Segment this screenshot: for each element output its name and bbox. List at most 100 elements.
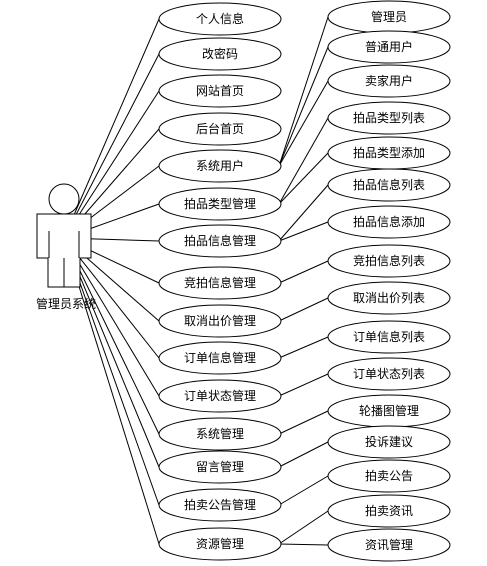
usecase-ellipse (327, 425, 451, 459)
usecase-label: 改密码 (202, 46, 238, 61)
admin-actor: 管理员系统 (36, 183, 96, 311)
usecase-label: 取消出价管理 (184, 313, 256, 328)
usecase-ellipse (158, 266, 282, 300)
usecase-label: 订单信息列表 (353, 329, 425, 344)
usecase-change-password: 改密码 (158, 37, 282, 71)
system-users-to-normal-user-line (278, 46, 329, 167)
usecase-label: 个人信息 (196, 11, 244, 26)
use-cases: 个人信息改密码网站首页后台首页系统用户拍品类型管理拍品信息管理竞拍信息管理取消出… (158, 0, 451, 562)
usecase-label: 后台首页 (196, 121, 244, 136)
usecase-auction-notice-mgmt: 拍卖公告管理 (158, 488, 282, 522)
system-users-to-administrator-line (278, 16, 329, 167)
usecase-label: 系统管理 (196, 426, 244, 441)
usecase-label: 拍卖资讯 (365, 503, 413, 518)
usecase-label: 资源管理 (196, 536, 244, 551)
auction-info-mgmt-to-auction-info-list-line (278, 184, 329, 242)
usecase-auction-info-mgmt: 拍品信息管理 (158, 224, 282, 258)
usecase-order-status-mgmt: 订单状态管理 (158, 379, 282, 413)
usecase-system-mgmt: 系统管理 (158, 417, 282, 451)
usecase-ellipse (327, 494, 451, 528)
usecase-bidding-info-mgmt: 竞拍信息管理 (158, 266, 282, 300)
actor-to-personal-info-line (63, 18, 160, 239)
usecase-label: 订单信息管理 (184, 350, 256, 365)
usecase-auction-news: 拍卖资讯 (327, 494, 451, 528)
usecase-auction-info-list: 拍品信息列表 (327, 168, 451, 202)
usecase-label: 轮播图管理 (359, 403, 419, 418)
system-mgmt-to-carousel-mgmt-line (278, 410, 329, 435)
usecase-complaint-suggestion: 投诉建议 (327, 425, 451, 459)
usecase-ellipse (158, 74, 282, 108)
usecase-label: 网站首页 (196, 84, 244, 98)
usecase-label: 拍品类型列表 (353, 110, 425, 125)
usecase-ellipse (158, 304, 282, 338)
usecase-label: 取消出价列表 (353, 291, 425, 305)
usecase-cancel-bid-list: 取消出价列表 (327, 281, 451, 315)
usecase-ellipse (327, 357, 451, 391)
usecase-label: 卖家用户 (365, 73, 413, 88)
usecase-order-info-mgmt: 订单信息管理 (158, 341, 282, 375)
usecase-order-status-list: 订单状态列表 (327, 357, 451, 391)
usecase-label: 留言管理 (196, 459, 244, 474)
usecase-label: 资讯管理 (365, 537, 413, 552)
auction-category-mgmt-to-auction-category-list-line (278, 117, 329, 205)
usecase-ellipse (158, 2, 282, 36)
usecase-system-users: 系统用户 (158, 149, 282, 183)
order-status-mgmt-to-order-status-list-line (278, 373, 329, 397)
usecase-ellipse (158, 37, 282, 71)
usecase-ellipse (158, 450, 282, 484)
usecase-ellipse (158, 379, 282, 413)
usecase-label: 系统用户 (196, 158, 244, 173)
usecase-label: 普通用户 (365, 39, 413, 54)
usecase-auction-category-add: 拍品类型添加 (327, 136, 451, 170)
usecase-label: 拍品类型添加 (353, 145, 425, 160)
usecase-ellipse (158, 488, 282, 522)
usecase-carousel-mgmt: 轮播图管理 (327, 394, 451, 428)
usecase-personal-info: 个人信息 (158, 2, 282, 36)
auction-notice-mgmt-to-auction-notice-line (278, 475, 329, 506)
usecase-label: 投诉建议 (365, 434, 413, 449)
usecase-auction-category-mgmt: 拍品类型管理 (158, 187, 282, 221)
usecase-ellipse (327, 205, 451, 239)
actor-to-resource-mgmt-line (63, 237, 160, 545)
usecase-label: 拍卖公告管理 (184, 497, 256, 512)
usecase-ellipse (327, 459, 451, 493)
usecase-bidding-info-list: 竞拍信息列表 (327, 244, 451, 278)
usecase-label: 订单状态管理 (184, 388, 256, 403)
usecase-ellipse (158, 149, 282, 183)
usecase-normal-user: 普通用户 (327, 30, 451, 64)
auction-info-mgmt-to-auction-info-add-line (278, 221, 329, 242)
usecase-label: 拍品信息管理 (184, 233, 256, 248)
usecase-admin-home: 后台首页 (158, 112, 282, 146)
usecase-resource-mgmt: 资源管理 (158, 527, 282, 561)
resource-mgmt-to-news-mgmt-line (278, 543, 329, 546)
cancel-bid-mgmt-to-cancel-bid-list-line (278, 297, 329, 322)
usecase-ellipse (327, 168, 451, 202)
usecase-cancel-bid-mgmt: 取消出价管理 (158, 304, 282, 338)
usecase-ellipse (158, 417, 282, 451)
usecase-ellipse (327, 281, 451, 315)
actor-label: 管理员系统 (36, 296, 96, 311)
usecase-order-info-list: 订单信息列表 (327, 320, 451, 354)
usecase-message-mgmt: 留言管理 (158, 450, 282, 484)
usecase-news-mgmt: 资讯管理 (327, 528, 451, 562)
usecase-auction-category-list: 拍品类型列表 (327, 101, 451, 135)
order-info-mgmt-to-order-info-list-line (278, 336, 329, 359)
usecase-ellipse (327, 244, 451, 278)
usecase-site-home: 网站首页 (158, 74, 282, 108)
usecase-label: 竞拍信息管理 (184, 275, 256, 290)
usecase-label: 拍品类型管理 (184, 196, 256, 211)
usecase-label: 竞拍信息列表 (353, 253, 425, 268)
usecase-ellipse (158, 112, 282, 146)
usecase-label: 订单状态列表 (353, 367, 425, 381)
usecase-ellipse (327, 528, 451, 562)
usecase-label: 拍品信息列表 (353, 177, 425, 192)
usecase-auction-info-add: 拍品信息添加 (327, 205, 451, 239)
usecase-label: 管理员 (371, 9, 407, 24)
resource-mgmt-to-auction-news-line (278, 510, 329, 545)
usecase-ellipse (327, 320, 451, 354)
usecase-administrator: 管理员 (327, 0, 451, 34)
actor-body (36, 213, 92, 288)
actor-to-change-password-line (63, 53, 160, 239)
bidding-info-mgmt-to-bidding-info-list-line (278, 260, 329, 284)
